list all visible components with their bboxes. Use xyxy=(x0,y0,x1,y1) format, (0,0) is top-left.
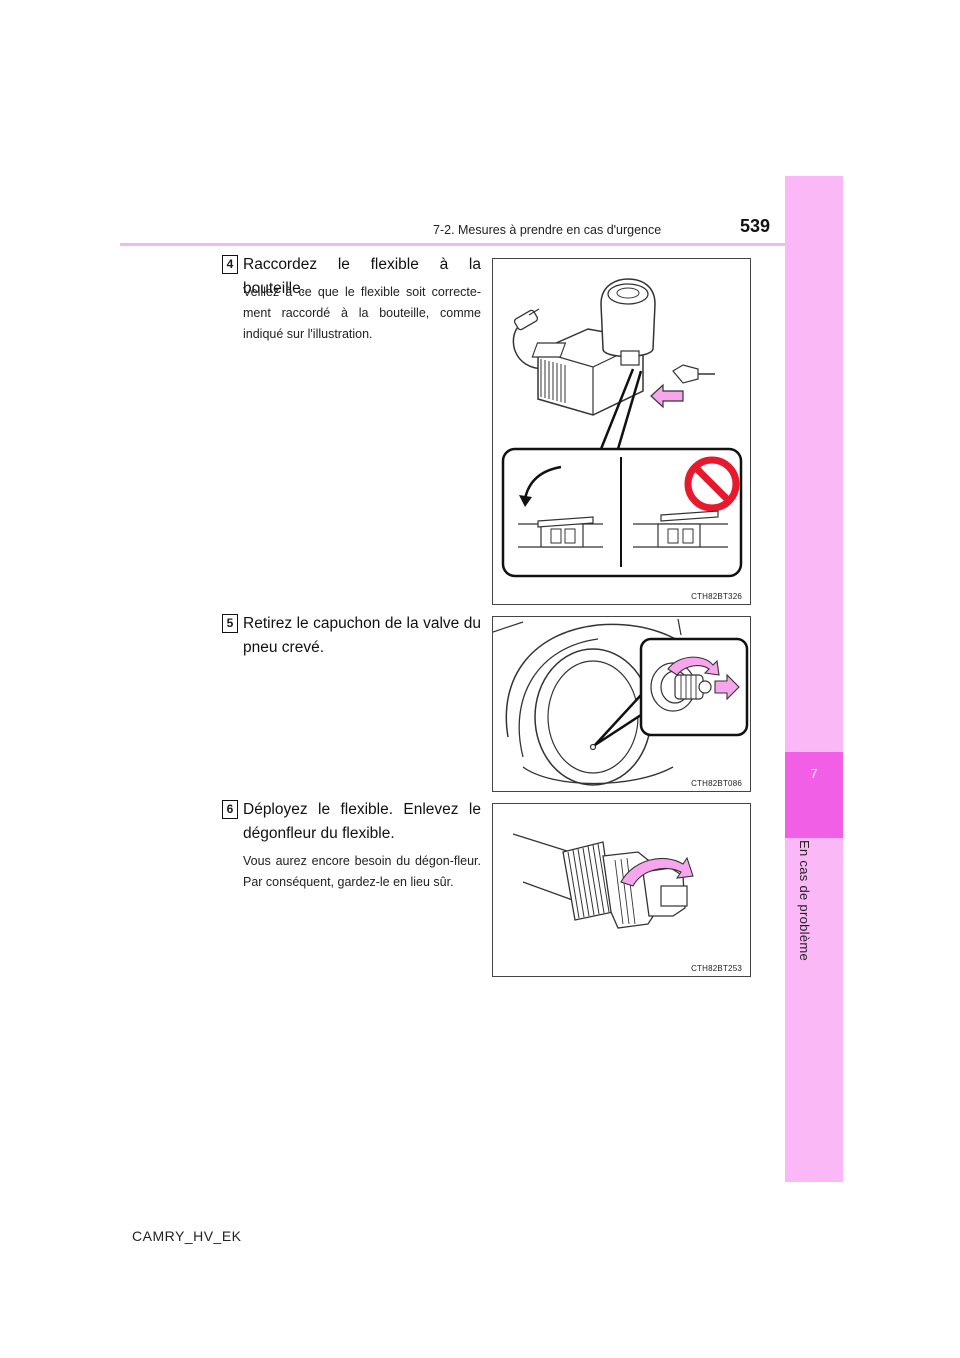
step-number-badge: 6 xyxy=(222,800,238,819)
chapter-title: En cas de problème xyxy=(797,840,812,962)
step-heading: Raccordez le flexible à la bouteille. xyxy=(243,256,481,297)
step-heading: Déployez le flexible. Enlevez le dégonfl… xyxy=(243,801,481,842)
chapter-side-tab xyxy=(785,176,843,1182)
illustration-tire-valve xyxy=(493,618,749,786)
chapter-tab-marker xyxy=(785,752,843,838)
model-code: CAMRY_HV_EK xyxy=(132,1228,242,1244)
figure-hose-to-bottle: CTH82BT326 xyxy=(492,258,751,605)
figure-remove-valve-cap: CTH82BT086 xyxy=(492,616,751,792)
figure-code: CTH82BT086 xyxy=(691,779,742,788)
illustration-compressor-bottle xyxy=(501,278,743,578)
step-number-badge: 5 xyxy=(222,614,238,633)
illustration-hose-deflator xyxy=(512,833,694,929)
step-note: Vous aurez encore besoin du dégon-fleur.… xyxy=(243,854,481,889)
figure-code: CTH82BT326 xyxy=(691,592,742,601)
step-note: Veillez à ce que le flexible soit correc… xyxy=(243,285,481,341)
step-heading: Retirez le capuchon de la valve du pneu … xyxy=(243,615,481,656)
section-title: 7-2. Mesures à prendre en cas d'urgence xyxy=(433,223,662,237)
figure-code: CTH82BT253 xyxy=(691,964,742,973)
figure-remove-deflator: CTH82BT253 xyxy=(492,803,751,977)
step-number-badge: 4 xyxy=(222,255,238,274)
header-rule xyxy=(120,243,843,246)
chapter-number: 7 xyxy=(810,766,818,781)
page-number: 539 xyxy=(740,216,771,236)
